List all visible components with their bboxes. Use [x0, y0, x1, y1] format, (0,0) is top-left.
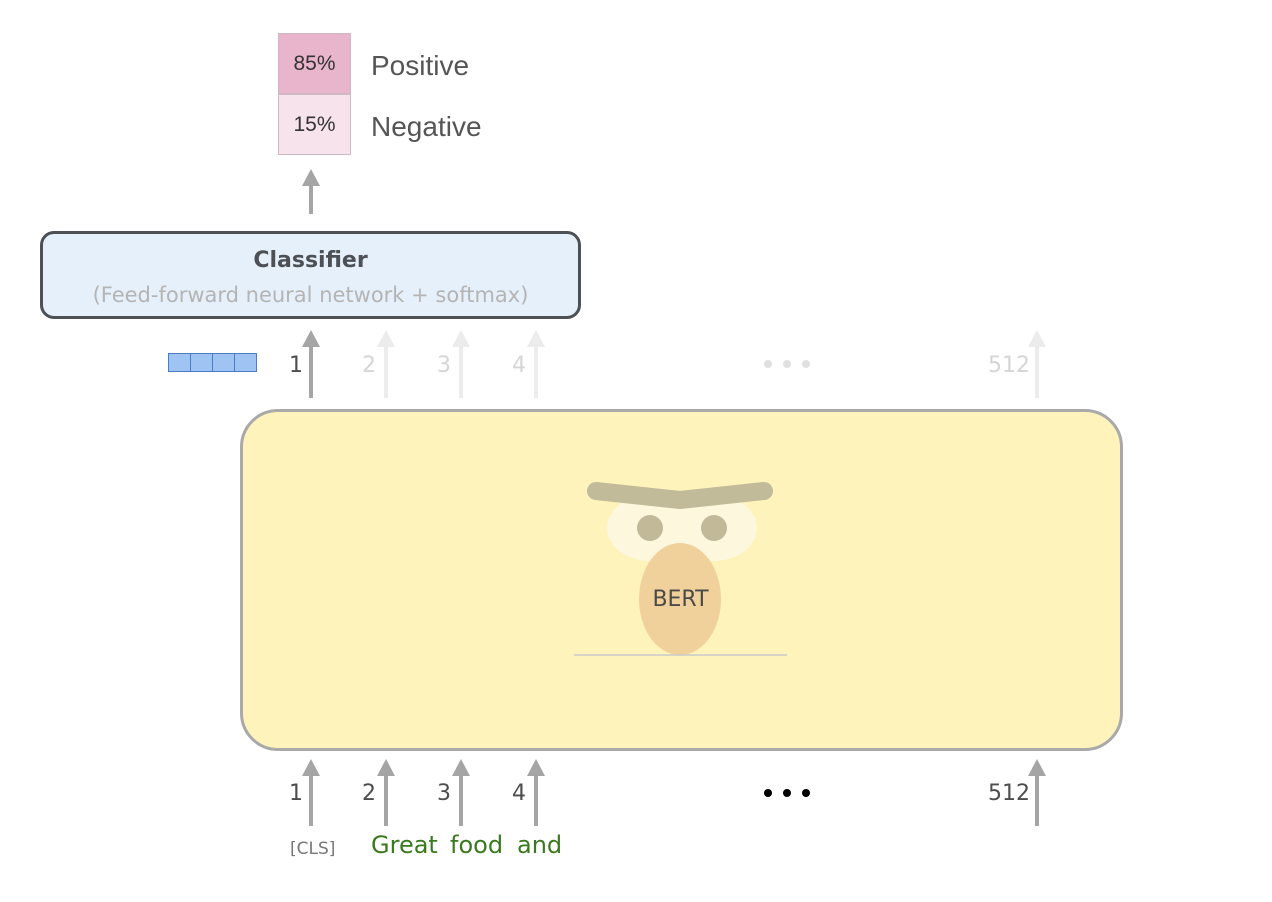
token-great: Great	[371, 831, 438, 859]
positive-label: Positive	[371, 50, 470, 81]
vector-cell	[234, 353, 257, 372]
token-food: food	[450, 831, 504, 859]
output-position-1: 1	[289, 353, 303, 378]
arrow-input-3	[452, 759, 470, 826]
arrow-input-512	[1028, 759, 1046, 826]
token-and: and	[517, 831, 563, 859]
arrow-input-2	[377, 759, 395, 826]
arrow-input-4	[527, 759, 545, 826]
arrow-output-512	[1028, 330, 1046, 398]
arrow-input-1	[302, 759, 320, 826]
output-position-512: 512	[988, 353, 1030, 378]
arrow-output-3	[452, 330, 470, 398]
input-position-512: 512	[988, 781, 1030, 806]
classifier-subtitle: (Feed-forward neural network + softmax)	[92, 283, 529, 307]
arrow-to-output	[302, 169, 320, 214]
output-ellipsis	[764, 360, 810, 368]
arrow-output-4	[527, 330, 545, 398]
negative-probability-cell: 15%	[278, 94, 351, 155]
input-ellipsis	[764, 789, 810, 797]
input-position-4: 4	[512, 781, 526, 806]
classifier-box: Classifier (Feed-forward neural network …	[40, 231, 581, 319]
positive-probability-value: 85%	[293, 51, 336, 75]
bert-face-icon	[574, 482, 787, 656]
positive-probability-cell: 85%	[278, 33, 351, 94]
negative-label: Negative	[371, 111, 482, 142]
classifier-title: Classifier	[253, 248, 368, 273]
output-position-2: 2	[362, 353, 376, 378]
input-position-1: 1	[289, 781, 303, 806]
cls-embedding-vector	[168, 353, 257, 372]
arrow-output-1	[302, 330, 320, 398]
negative-probability-value: 15%	[293, 112, 336, 136]
input-position-2: 2	[362, 781, 376, 806]
output-position-4: 4	[512, 353, 526, 378]
arrow-output-2	[377, 330, 395, 398]
cls-token: [CLS]	[290, 839, 336, 859]
bert-label: BERT	[652, 587, 709, 612]
input-position-3: 3	[437, 781, 451, 806]
output-position-3: 3	[437, 353, 451, 378]
